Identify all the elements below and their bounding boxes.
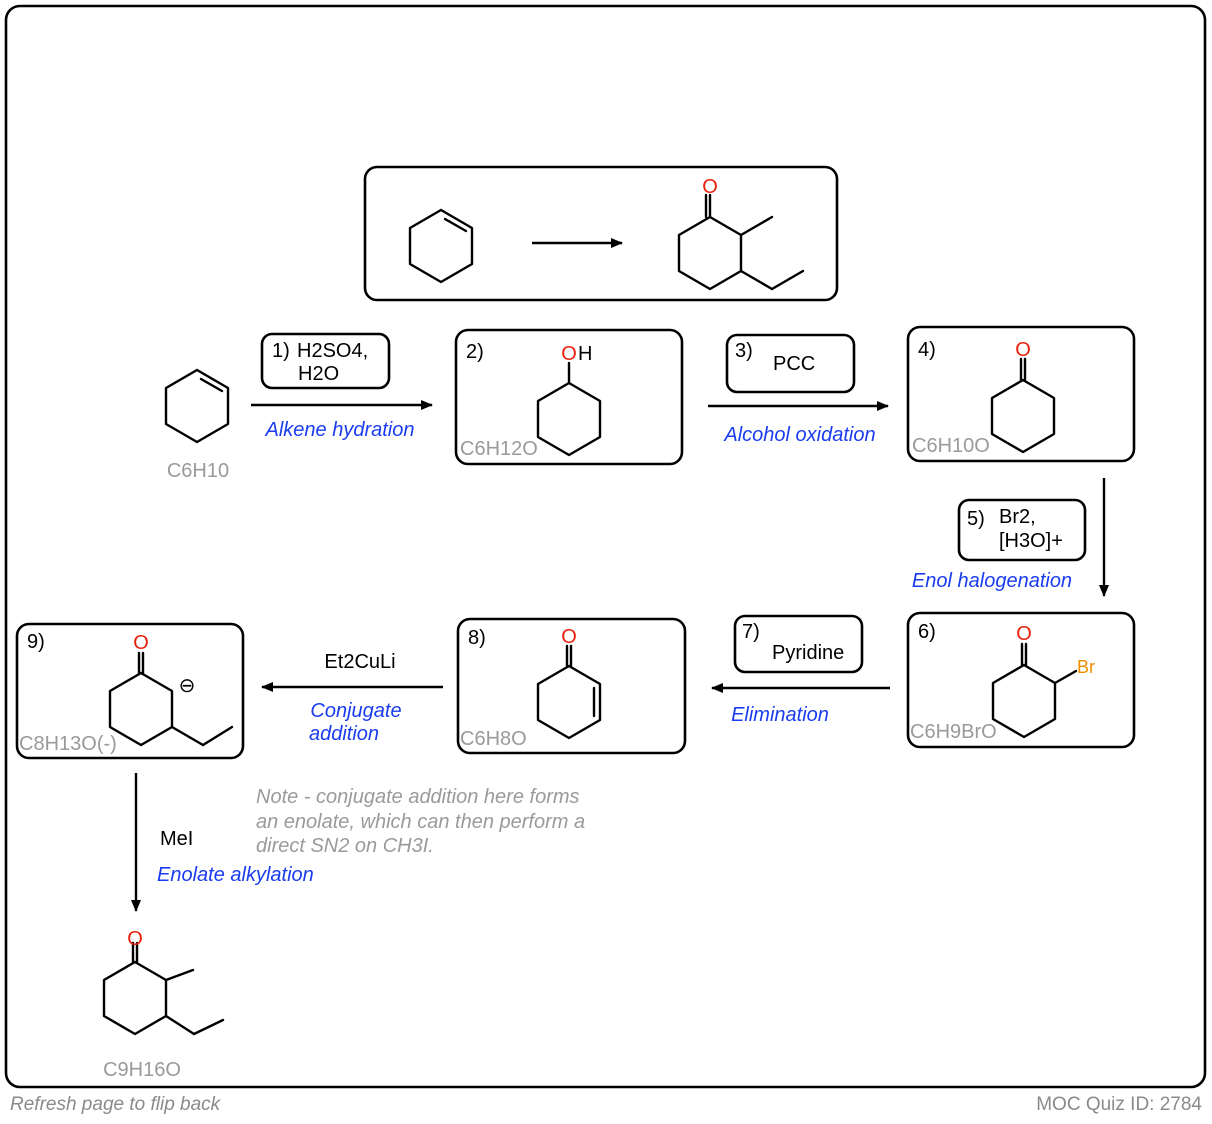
step8-formula: C6H8O — [460, 728, 527, 750]
hydroxyl-hydrogen: H — [578, 343, 592, 365]
product-formula: C9H16O — [103, 1059, 181, 1081]
carbonyl-oxygen: O — [561, 626, 577, 648]
carbonyl-oxygen: O — [1015, 339, 1031, 361]
step6-box: 6) O Br C6H9BrO — [906, 611, 1136, 749]
target-product-structure: O — [677, 176, 805, 291]
note-line-3: direct SN2 on CH3I. — [256, 835, 434, 857]
step1-reagent-box: 1) H2SO4, H2O — [260, 332, 391, 390]
step8-box: 8) O C6H8O — [456, 617, 687, 755]
bromine-atom: Br — [1077, 657, 1095, 677]
step2-box: 2) O H C6H12O — [454, 328, 684, 466]
start-cyclohexene: C6H10 — [164, 368, 230, 482]
step1-reagent-sulfuric: H2SO4, — [297, 340, 368, 362]
step6-formula: C6H9BrO — [910, 721, 997, 743]
step7-reaction-name: Elimination — [731, 704, 829, 726]
step7-number: 7) — [742, 621, 760, 643]
conj-reaction-name-1: Conjugate — [310, 700, 401, 722]
step5-reagent-box: 5) Br2, [H3O]+ — [957, 498, 1087, 562]
oxygen-atom: O — [702, 176, 718, 198]
step9-number: 9) — [27, 631, 45, 653]
step3-number: 3) — [735, 340, 753, 362]
conj-reaction-name-2: addition — [309, 723, 379, 745]
step7-reagent-box: 7) Pyridine — [733, 614, 864, 674]
step4-formula: C6H10O — [912, 435, 990, 457]
carbonyl-oxygen: O — [127, 928, 143, 950]
step5-reagent-bromine: Br2, — [999, 506, 1036, 528]
step5-reagent-acid: [H3O]+ — [999, 530, 1063, 552]
conj-reagent: Et2CuLi — [324, 651, 395, 673]
negative-charge: ⊖ — [179, 675, 196, 697]
note-line-1: Note - conjugate addition here forms — [256, 786, 580, 808]
step9-formula: C8H13O(-) — [19, 733, 117, 755]
quiz-id: MOC Quiz ID: 2784 — [1036, 1094, 1202, 1115]
step1-reaction-name: Alkene hydration — [265, 419, 415, 441]
final-product: O C9H16O — [102, 928, 225, 1081]
step9-box: 9) O ⊖ C8H13O(-) — [15, 622, 245, 760]
target-summary-box: O — [363, 165, 839, 302]
step4-box: 4) O C6H10O — [906, 325, 1136, 463]
step3-reaction-name: Alcohol oxidation — [723, 424, 875, 446]
step3-reagent: PCC — [773, 353, 815, 375]
step5-reaction-name: Enol halogenation — [912, 570, 1072, 592]
step1-reagent-water: H2O — [298, 363, 339, 385]
step1-number: 1) — [272, 340, 290, 362]
step7-reagent: Pyridine — [772, 642, 844, 664]
step2-number: 2) — [466, 341, 484, 363]
cyclohexene-structure — [408, 208, 474, 284]
note-line-2: an enolate, which can then perform a — [256, 811, 585, 833]
step5-number: 5) — [967, 508, 985, 530]
step6-number: 6) — [918, 621, 936, 643]
alk-reagent: MeI — [160, 828, 193, 850]
step8-number: 8) — [468, 627, 486, 649]
alk-reaction-name: Enolate alkylation — [157, 864, 314, 886]
start-formula: C6H10 — [167, 460, 229, 482]
step3-reagent-box: 3) PCC — [725, 333, 856, 394]
carbonyl-oxygen: O — [133, 632, 149, 654]
hydroxyl-oxygen: O — [561, 343, 577, 365]
flip-back-hint: Refresh page to flip back — [10, 1094, 221, 1115]
outer-frame — [4, 4, 1207, 1089]
carbonyl-oxygen: O — [1016, 623, 1032, 645]
step2-formula: C6H12O — [460, 438, 538, 460]
step4-number: 4) — [918, 339, 936, 361]
